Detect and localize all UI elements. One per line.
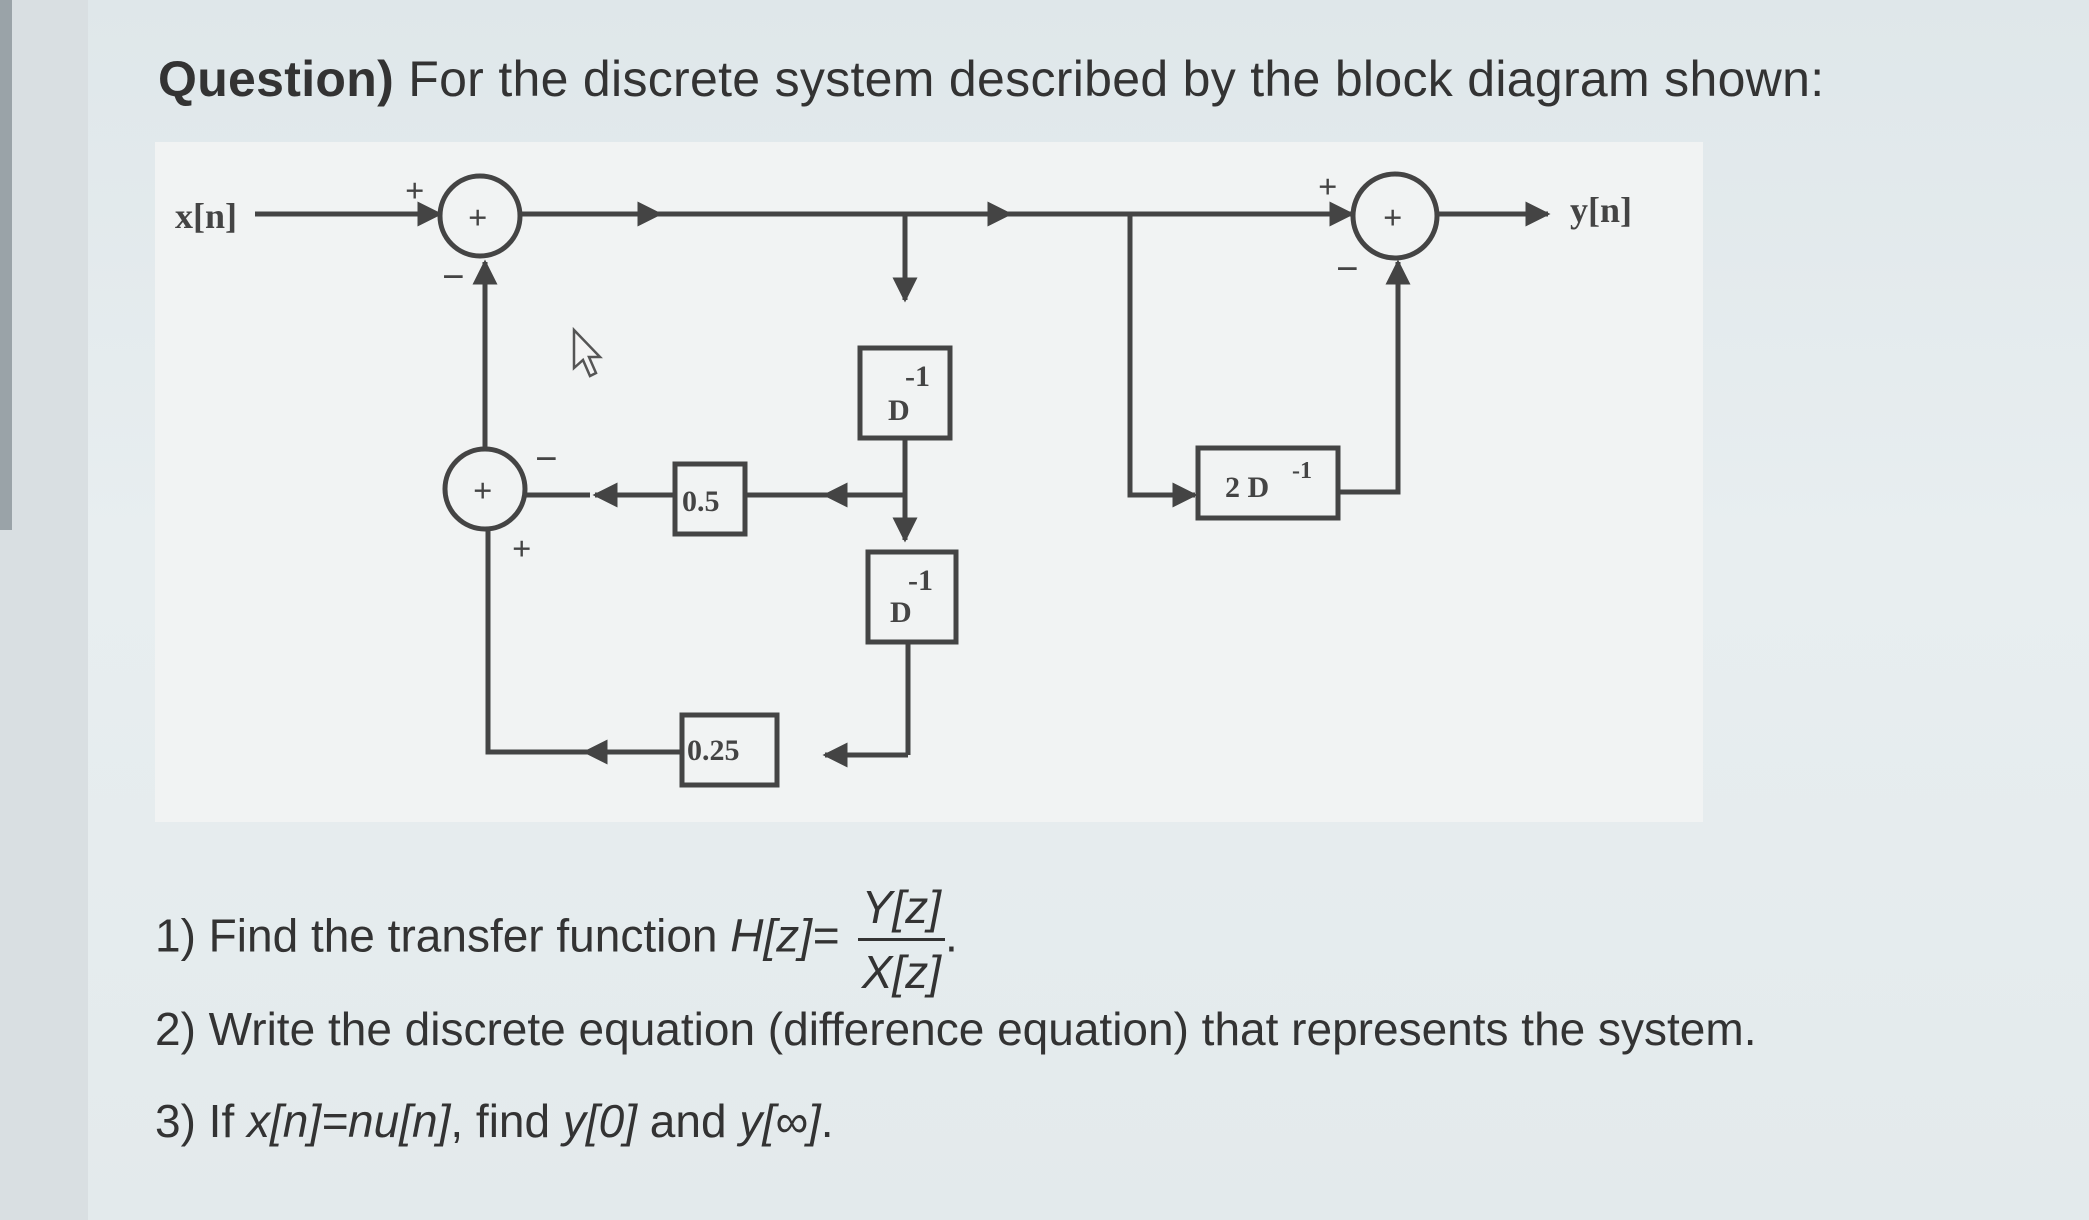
question-heading: Question) For the discrete system descri… xyxy=(158,50,1824,108)
sum3-plus-sign: + xyxy=(512,531,531,568)
gain-0-5-label: 0.5 xyxy=(682,485,720,518)
question-label: Question) xyxy=(158,51,395,107)
summer-1-plus: + xyxy=(468,200,487,237)
input-label: x[n] xyxy=(175,196,237,236)
item-1: 1) Find the transfer function H[z]= Y[z]… xyxy=(155,880,958,999)
item-1-end: . xyxy=(944,909,958,962)
two-d-coeff: 2 D xyxy=(1225,471,1269,504)
item-2: 2) Write the discrete equation (differen… xyxy=(155,1002,1757,1056)
delay-1-exp: -1 xyxy=(905,360,930,393)
delay-1-base: D xyxy=(888,394,910,427)
sum2-minus-sign: − xyxy=(1336,246,1359,291)
diagram-panel xyxy=(155,142,1703,822)
item-3-and: and xyxy=(637,1095,740,1147)
summer-2-plus: + xyxy=(1383,200,1402,237)
item-3-end: . xyxy=(820,1095,834,1147)
item-2-text: 2) Write the discrete equation (differen… xyxy=(155,1003,1757,1055)
summer-3-plus: + xyxy=(473,473,492,510)
mouse-cursor-icon xyxy=(572,326,603,378)
item-3-yinf: y[∞] xyxy=(739,1095,821,1147)
delay-2-exp: -1 xyxy=(908,564,933,597)
delay-2-base: D xyxy=(890,596,912,629)
output-label: y[n] xyxy=(1570,190,1632,230)
question-text: For the discrete system described by the… xyxy=(408,51,1825,107)
fraction-numerator: Y[z] xyxy=(857,880,945,941)
item-3-y0: y[0] xyxy=(562,1095,638,1147)
item-3-mid: , find xyxy=(450,1095,563,1147)
item-3-eq: x[n]=nu[n] xyxy=(247,1095,451,1147)
item-1-lhs: H[z]= xyxy=(730,909,839,962)
two-d-to-summer2 xyxy=(1338,259,1411,495)
sum2-plus-sign: + xyxy=(1318,169,1337,206)
left-edge-bar xyxy=(0,0,12,530)
sum1-minus-sign: − xyxy=(442,254,465,299)
gain-0-25-label: 0.25 xyxy=(687,734,740,767)
two-d-exp: -1 xyxy=(1292,458,1312,484)
item-3: 3) If x[n]=nu[n], find y[0] and y[∞]. xyxy=(155,1094,833,1148)
two-d-input-line xyxy=(1127,214,1175,498)
sum1-plus-sign: + xyxy=(405,173,424,210)
item-1-text: 1) Find the transfer function xyxy=(155,909,731,962)
left-edge-strip xyxy=(0,0,88,1220)
transfer-fraction: Y[z] X[z] xyxy=(857,880,945,999)
fraction-denominator: X[z] xyxy=(861,946,941,998)
gain025-to-summer3 xyxy=(485,529,590,755)
sum3-minus-sign: − xyxy=(535,436,558,481)
delay-block-2 xyxy=(865,549,959,645)
two-d-block xyxy=(1195,445,1341,521)
item-3-prefix: 3) If xyxy=(155,1095,248,1147)
gain-block-0-5 xyxy=(672,461,748,537)
